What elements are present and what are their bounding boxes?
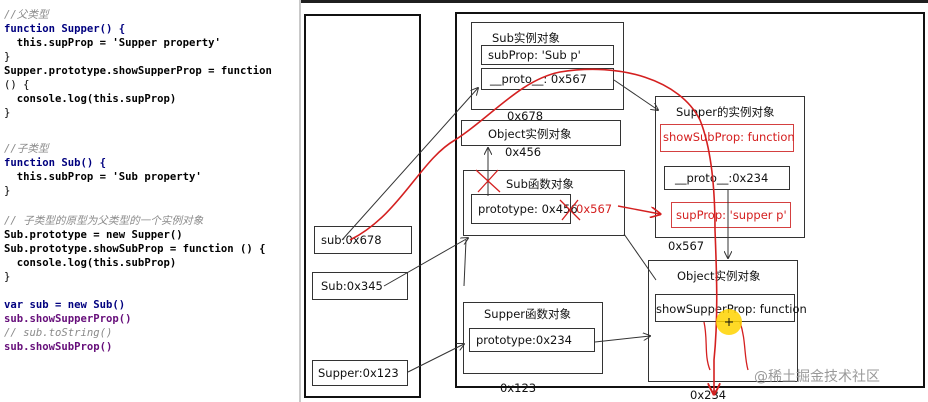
- code-line-11: function Sub() {: [4, 157, 107, 169]
- code-line-17: Sub.prototype.showSubProp = function () …: [4, 243, 266, 255]
- code-panel: //父类型 function Supper() { this.supProp =…: [0, 0, 300, 402]
- top-edge: [0, 0, 928, 3]
- supper-instance-address: 0x567: [668, 239, 705, 253]
- code-line-21: var sub = new Sub(): [4, 299, 126, 311]
- code-line-13: }: [4, 185, 11, 197]
- supper-function-prototype: prototype:0x234: [469, 328, 595, 352]
- sub-instance-subprop: subProp: 'Sub p': [481, 45, 614, 65]
- stack-cell-Sub: Sub:0x345: [312, 272, 408, 300]
- stack-sub-label: sub:0x678: [321, 233, 382, 247]
- stack-cell-sub: sub:0x678: [314, 226, 412, 254]
- sub-instance-object: Sub实例对象: [471, 22, 624, 110]
- stack-area: [304, 14, 421, 398]
- code-line-24: sub.showSubProp(): [4, 341, 113, 353]
- object-prototype-showsupperprop: showSupperProp: function: [655, 294, 807, 322]
- code-line-16: Sub.prototype = new Supper(): [4, 229, 183, 241]
- code-line-1: //父类型: [4, 9, 49, 21]
- object-prototype-address: 0x234: [690, 388, 727, 402]
- object-instance-address: 0x456: [505, 145, 542, 159]
- supper-instance-proto: __proto__:0x234: [664, 166, 790, 190]
- code-line-8: }: [4, 107, 11, 119]
- code-line-2: function Supper() {: [4, 23, 126, 35]
- code-line-7: console.log(this.supProp): [4, 93, 177, 105]
- supper-instance-showsubprop: showSubProp: function: [660, 124, 795, 152]
- code-line-12: this.subProp = 'Sub property': [4, 171, 202, 183]
- code-line-15: // 子类型的原型为父类型的一个实例对象: [4, 215, 204, 227]
- code-line-23: // sub.toString(): [4, 327, 113, 339]
- supper-instance-supprop: supProp: 'supper p': [671, 202, 791, 228]
- sub-function-prototype: prototype: 0x456: [471, 194, 578, 224]
- code-line-19: }: [4, 271, 11, 283]
- code-line-6: () {: [4, 79, 30, 91]
- code-line-4: }: [4, 51, 11, 63]
- sub-instance-proto: __proto__: 0x567: [481, 68, 614, 90]
- code-line-10: //子类型: [4, 143, 49, 155]
- code-line-18: console.log(this.subProp): [4, 257, 177, 269]
- code-line-22: sub.showSupperProp(): [4, 313, 132, 325]
- stack-cell-Supper: Supper:0x123: [312, 360, 408, 386]
- panel-divider: [299, 0, 301, 402]
- watermark: @稀土掘金技术社区: [754, 369, 880, 385]
- stack-Supper-label: Supper:0x123: [318, 366, 399, 380]
- code-line-3: this.supProp = 'Supper property': [4, 37, 221, 49]
- sub-function-red-prototype: 0x567: [576, 202, 613, 216]
- stack-Sub-label: Sub:0x345: [321, 279, 383, 293]
- sub-instance-title: Sub实例对象: [492, 31, 560, 45]
- object-instance: Object实例对象: [461, 120, 621, 146]
- supper-function-address: 0x123: [500, 381, 537, 395]
- code-line-5: Supper.prototype.showSupperProp = functi…: [4, 65, 272, 77]
